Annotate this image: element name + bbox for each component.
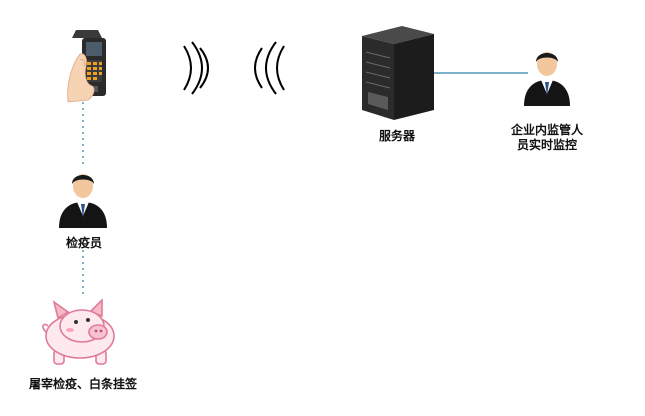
person-icon [59, 174, 107, 228]
server-icon [362, 26, 434, 120]
person-icon [524, 52, 570, 106]
pig-icon [42, 298, 115, 365]
supervisor-label-line2: 员实时监控 [516, 138, 577, 152]
wireless-signal-icon [183, 41, 285, 95]
server-label: 服务器 [378, 129, 415, 143]
supervisor-label-line1: 企业内监管人 [510, 123, 583, 137]
handheld-scanner-icon [67, 30, 106, 103]
pig-label: 屠宰检疫、白条挂签 [28, 377, 137, 391]
inspector-label: 检疫员 [65, 236, 102, 250]
